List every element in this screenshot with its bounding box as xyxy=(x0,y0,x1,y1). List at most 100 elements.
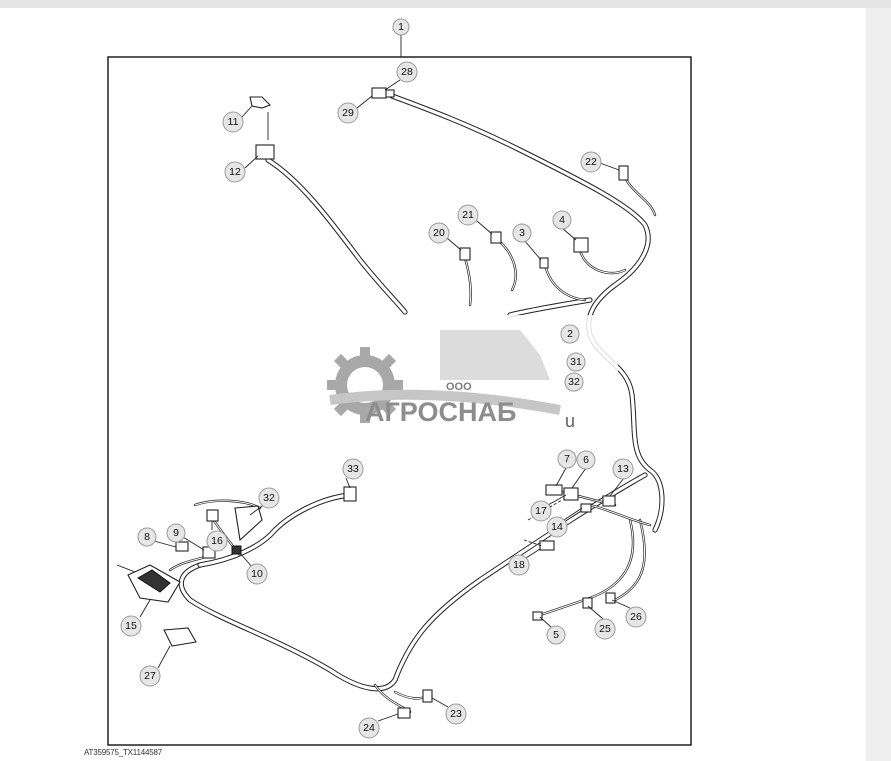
callout-4: 4 xyxy=(552,210,572,230)
watermark-name: АГРОСНАБ xyxy=(365,397,516,427)
svg-text:9: 9 xyxy=(173,527,179,539)
connector-5 xyxy=(532,611,543,621)
clip-11 xyxy=(249,96,271,109)
callout-5: 5 xyxy=(546,625,566,645)
svg-text:20: 20 xyxy=(433,227,445,239)
callout-8: 8 xyxy=(137,527,157,547)
connector-29 xyxy=(385,89,395,98)
svg-text:4: 4 xyxy=(559,214,565,226)
connector-23 xyxy=(422,689,433,703)
svg-text:28: 28 xyxy=(401,66,413,78)
svg-text:3: 3 xyxy=(519,227,525,239)
pad-27 xyxy=(163,627,197,647)
main-harness xyxy=(178,93,665,692)
connector-33 xyxy=(343,486,357,502)
svg-text:17: 17 xyxy=(535,505,547,517)
connector-4 xyxy=(573,237,589,253)
svg-text:2: 2 xyxy=(567,328,573,340)
callout-22: 22 xyxy=(580,151,602,173)
connectors xyxy=(127,87,629,719)
callout-28: 28 xyxy=(396,61,418,83)
callout-14: 14 xyxy=(546,516,568,538)
callout-25: 25 xyxy=(594,618,616,640)
svg-text:32: 32 xyxy=(263,492,275,504)
svg-text:16: 16 xyxy=(211,535,223,547)
callout-32-top: 32 xyxy=(564,372,584,392)
branch-wires-right xyxy=(538,488,652,617)
callout-27: 27 xyxy=(139,665,161,687)
callout-2: 2 xyxy=(560,324,580,344)
callout-6: 6 xyxy=(576,450,596,470)
callout-13: 13 xyxy=(612,458,634,480)
connector-24 xyxy=(397,707,411,719)
svg-text:14: 14 xyxy=(551,521,563,533)
svg-text:29: 29 xyxy=(342,107,354,119)
svg-text:1: 1 xyxy=(398,21,404,33)
module-15-grid xyxy=(137,569,171,593)
watermark-prefix: ООО xyxy=(446,381,472,393)
svg-text:5: 5 xyxy=(553,629,559,641)
callout-23: 23 xyxy=(445,703,467,725)
branch-wires-top xyxy=(463,176,657,307)
connector-16 xyxy=(206,509,219,522)
svg-text:8: 8 xyxy=(144,531,150,543)
connector-12 xyxy=(255,144,275,160)
connector-8 xyxy=(175,541,189,552)
bracket-32 xyxy=(234,505,263,542)
connector-18 xyxy=(539,540,555,551)
svg-text:31: 31 xyxy=(570,356,582,368)
top-bar xyxy=(0,0,891,8)
connector-21 xyxy=(490,231,502,244)
callout-12: 12 xyxy=(224,161,246,183)
callout-9: 9 xyxy=(166,523,186,543)
svg-text:32: 32 xyxy=(568,376,580,388)
svg-text:25: 25 xyxy=(599,623,611,635)
callout-33: 33 xyxy=(342,458,364,480)
svg-text:15: 15 xyxy=(125,620,137,632)
svg-text:33: 33 xyxy=(347,463,359,475)
callout-1: 1 xyxy=(392,18,410,36)
callout-11: 11 xyxy=(222,111,244,133)
svg-text:24: 24 xyxy=(363,722,375,734)
callout-7: 7 xyxy=(557,449,577,469)
svg-text:11: 11 xyxy=(228,116,239,128)
relay-7 xyxy=(545,484,563,496)
callout-24: 24 xyxy=(358,717,380,739)
connector-3 xyxy=(539,257,549,269)
connector-25 xyxy=(582,597,593,609)
callout-21: 21 xyxy=(457,204,479,226)
figure-caption: AT359575_TX1144587 xyxy=(84,748,162,757)
callout-26: 26 xyxy=(625,606,647,628)
connector-28 xyxy=(371,87,387,99)
svg-text:13: 13 xyxy=(617,463,629,475)
relay-6 xyxy=(563,487,579,501)
sensor-22 xyxy=(618,165,629,181)
svg-text:22: 22 xyxy=(585,156,597,168)
callout-20: 20 xyxy=(428,222,450,244)
connector-14 xyxy=(580,503,592,513)
connector-20 xyxy=(459,247,471,261)
svg-text:23: 23 xyxy=(450,708,462,720)
callout-31: 31 xyxy=(566,352,586,372)
callout-10: 10 xyxy=(246,563,268,585)
leader-lines xyxy=(116,79,631,722)
svg-text:10: 10 xyxy=(251,568,263,580)
callout-18: 18 xyxy=(508,554,530,576)
svg-text:12: 12 xyxy=(229,166,241,178)
svg-text:27: 27 xyxy=(144,670,156,682)
svg-text:26: 26 xyxy=(630,611,642,623)
right-margin xyxy=(866,8,891,761)
callout-29: 29 xyxy=(337,102,359,124)
svg-text:21: 21 xyxy=(462,209,474,221)
callout-15: 15 xyxy=(120,615,142,637)
svg-text:7: 7 xyxy=(564,453,570,465)
connector-13 xyxy=(602,495,616,507)
callout-17: 17 xyxy=(530,500,552,522)
watermark-suffix: u xyxy=(565,411,575,431)
connector-10 xyxy=(231,545,242,555)
callout-16: 16 xyxy=(206,530,228,552)
svg-text:18: 18 xyxy=(513,559,525,571)
callout-32: 32 xyxy=(258,487,280,509)
diagram-frame xyxy=(107,56,692,746)
